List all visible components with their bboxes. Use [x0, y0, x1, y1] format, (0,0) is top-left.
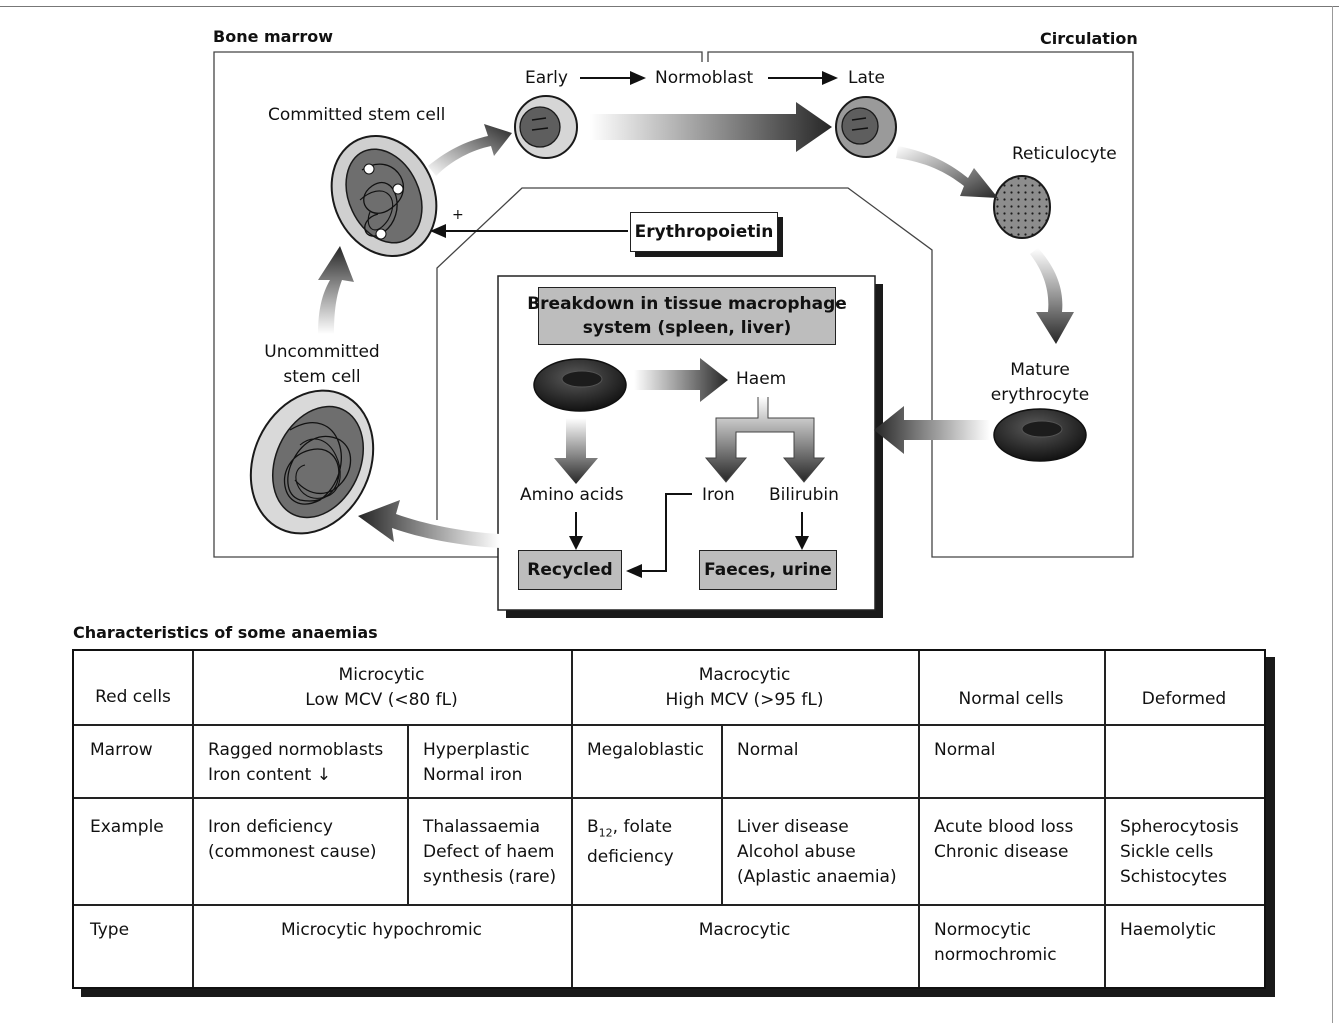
arrow-early-to-late	[590, 102, 832, 152]
row-divider	[74, 724, 1264, 726]
page-border-top	[0, 6, 1339, 7]
arrow-reticulocyte-to-mature	[1030, 248, 1074, 344]
b12-line2: deficiency	[587, 847, 674, 868]
column-divider	[407, 724, 409, 904]
arrow-committed-to-early	[428, 124, 512, 176]
marrow-normal-cells: Normal	[934, 740, 996, 760]
mature-erythrocyte-icon	[993, 408, 1087, 462]
bilirubin-label: Bilirubin	[769, 485, 839, 505]
reticulocyte-label: Reticulocyte	[1012, 144, 1117, 164]
arrow-late-to-reticulocyte	[896, 146, 998, 198]
b12-rest: , folate	[612, 817, 673, 837]
reticulocyte-icon	[993, 175, 1051, 239]
amino-acids-label: Amino acids	[520, 485, 624, 505]
row-divider	[74, 797, 1264, 799]
b12-letter: B	[587, 817, 599, 837]
example-liver-disease: Liver disease Alcohol abuse (Aplastic an…	[737, 817, 897, 887]
bone-marrow-frame	[213, 51, 703, 558]
marrow-hyperplastic: Hyperplastic Normal iron	[423, 740, 530, 785]
header-red-cells: Red cells	[95, 687, 171, 707]
haem-splitter	[704, 397, 826, 483]
late-label: Late	[848, 68, 886, 88]
iron-label: Iron	[702, 485, 735, 505]
marrow-ragged: Ragged normoblasts Iron content ↓	[208, 740, 384, 785]
anaemia-table: Red cells Microcytic Low MCV (<80 fL) Ma…	[72, 649, 1266, 989]
header-microcytic: Microcytic Low MCV (<80 fL)	[305, 665, 458, 710]
type-macrocytic: Macrocytic	[698, 920, 791, 940]
flow-arrows-thin	[430, 71, 838, 578]
arrow-uncommitted-to-committed	[318, 246, 354, 334]
recycled-box: Recycled	[518, 550, 622, 590]
circulation-frame	[436, 51, 1134, 558]
example-iron-deficiency: Iron deficiency (commonest cause)	[208, 817, 377, 862]
row-label-type: Type	[90, 920, 130, 940]
b12-subscript: 12	[598, 826, 613, 840]
row-label-example: Example	[90, 817, 164, 837]
header-normal-cells: Normal cells	[958, 689, 1064, 709]
column-divider	[918, 651, 920, 987]
marrow-megaloblastic: Megaloblastic	[587, 740, 704, 760]
arrow-mature-to-breakdown	[874, 406, 990, 454]
committed-stem-cell-icon	[330, 134, 438, 258]
column-divider	[1104, 651, 1106, 987]
type-microcytic-hypochromic: Microcytic hypochromic	[280, 920, 483, 940]
example-spherocytosis: Spherocytosis Sickle cells Schistocytes	[1120, 817, 1239, 887]
arrow-rbc-to-amino-acids	[554, 418, 598, 484]
mature-erythrocyte-label: Mature erythrocyte	[990, 360, 1090, 405]
arrow-rbc-to-haem	[634, 358, 728, 402]
example-b12-folate: B12, folate deficiency	[571, 803, 721, 904]
circulation-label: Circulation	[1040, 29, 1138, 48]
type-haemolytic: Haemolytic	[1120, 920, 1217, 940]
row-divider	[74, 904, 1264, 906]
breakdown-box: Breakdown in tissue macrophage system (s…	[527, 287, 847, 345]
marrow-deformed	[1104, 726, 1264, 797]
column-divider	[721, 724, 723, 904]
type-normocytic: Normocytic normochromic	[934, 920, 1057, 965]
haem-label: Haem	[736, 369, 787, 389]
stimulus-plus-sign: +	[452, 207, 464, 223]
column-divider	[571, 651, 573, 987]
row-label-marrow: Marrow	[90, 740, 153, 760]
arrow-recycled-to-uncommitted	[358, 500, 500, 548]
column-divider	[192, 651, 194, 987]
marrow-normal-macrocytic: Normal	[737, 740, 799, 760]
faeces-urine-box: Faeces, urine	[699, 550, 837, 590]
bone-marrow-label: Bone marrow	[213, 27, 334, 46]
header-deformed: Deformed	[1141, 689, 1227, 709]
erythropoietin-box: Erythropoietin	[630, 212, 778, 252]
example-acute-blood-loss: Acute blood loss Chronic disease	[934, 817, 1074, 862]
breakdown-erythrocyte-icon	[533, 358, 627, 412]
late-normoblast-icon	[835, 96, 897, 158]
committed-stem-cell-label: Committed stem cell	[268, 105, 446, 125]
page-border-right	[1332, 6, 1333, 1023]
uncommitted-stem-cell-label: Uncommitted stem cell	[264, 342, 380, 387]
example-thalassaemia: Thalassaemia Defect of haem synthesis (r…	[423, 817, 557, 887]
uncommitted-stem-cell-icon	[249, 389, 375, 535]
normoblast-label: Normoblast	[655, 68, 754, 88]
early-normoblast-icon	[514, 95, 578, 159]
early-label: Early	[525, 68, 568, 88]
table-title: Characteristics of some anaemias	[73, 623, 378, 642]
header-macrocytic: Macrocytic High MCV (>95 fL)	[665, 665, 824, 710]
